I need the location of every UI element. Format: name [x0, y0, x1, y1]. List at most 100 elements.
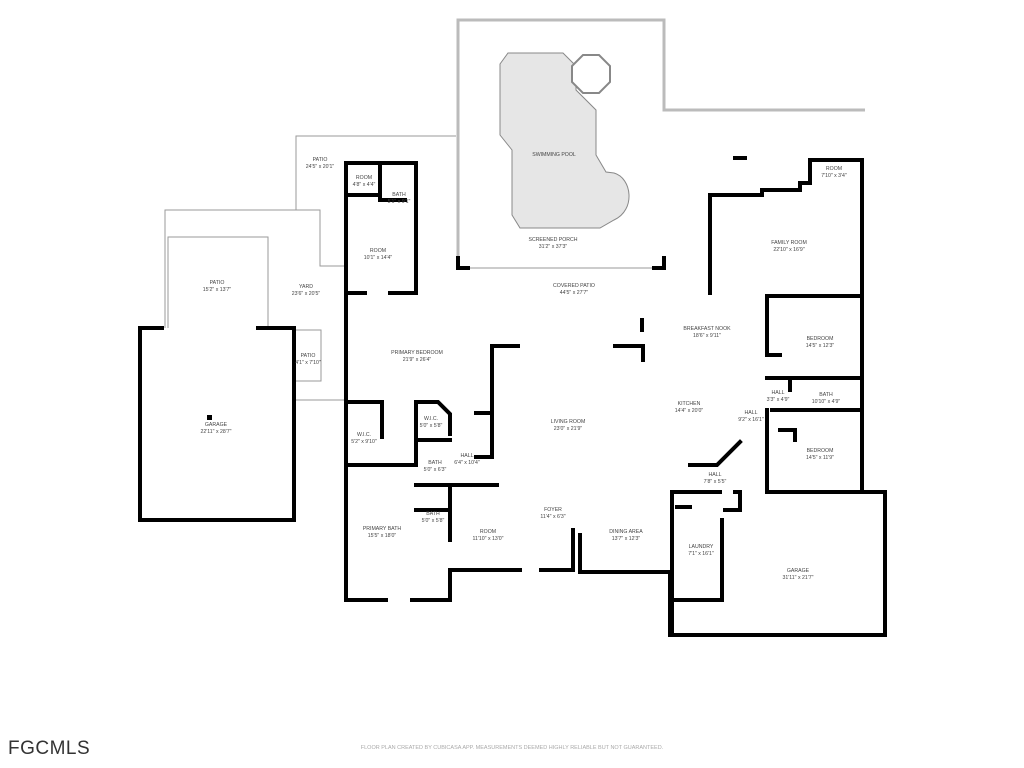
svg-text:5'0" x 5'8": 5'0" x 5'8" [420, 423, 443, 429]
mls-logo: FGCMLS [8, 738, 90, 759]
svg-text:13'7" x 12'3": 13'7" x 12'3" [612, 536, 641, 542]
svg-text:6'4" x 10'4": 6'4" x 10'4" [454, 460, 480, 466]
svg-text:KITCHEN: KITCHEN [678, 401, 701, 407]
svg-text:PATIO: PATIO [301, 353, 316, 359]
room-label: SWIMMING POOL [532, 152, 576, 158]
svg-text:14'5" x 12'3": 14'5" x 12'3" [806, 343, 835, 349]
svg-text:5'1" x 9'1": 5'1" x 9'1" [388, 199, 411, 205]
svg-text:BEDROOM: BEDROOM [807, 448, 834, 454]
svg-text:24'5" x 20'1": 24'5" x 20'1" [306, 164, 335, 170]
swimming-pool [499, 52, 630, 229]
svg-text:23'0" x 21'9": 23'0" x 21'9" [554, 426, 583, 432]
svg-text:15'2" x 13'7": 15'2" x 13'7" [203, 287, 232, 293]
svg-text:HALL: HALL [709, 472, 722, 478]
svg-text:4'1" x 7'10": 4'1" x 7'10" [295, 360, 321, 366]
svg-text:YARD: YARD [299, 284, 313, 290]
svg-text:10'10" x 4'9": 10'10" x 4'9" [812, 399, 841, 405]
svg-text:22'11" x 28'7": 22'11" x 28'7" [201, 429, 232, 435]
svg-text:ROOM: ROOM [480, 529, 496, 535]
svg-text:PATIO: PATIO [313, 157, 328, 163]
walls [138, 156, 887, 637]
room-label: W.I.C.5'0" x 5'8" [420, 416, 443, 429]
svg-text:9'2" x 16'1": 9'2" x 16'1" [738, 417, 764, 423]
svg-text:SWIMMING POOL: SWIMMING POOL [532, 152, 576, 158]
svg-text:14'5" x 11'9": 14'5" x 11'9" [806, 455, 834, 461]
svg-text:LIVING ROOM: LIVING ROOM [551, 419, 586, 425]
svg-text:BEDROOM: BEDROOM [807, 336, 834, 342]
svg-text:PATIO: PATIO [210, 280, 225, 286]
svg-text:BATH: BATH [819, 392, 833, 398]
svg-text:W.I.C.: W.I.C. [424, 416, 438, 422]
svg-text:LAUNDRY: LAUNDRY [689, 544, 714, 550]
svg-text:14'4" x 20'0": 14'4" x 20'0" [675, 408, 704, 414]
svg-text:11'4" x 6'3": 11'4" x 6'3" [540, 514, 565, 520]
svg-text:W.I.C.: W.I.C. [357, 432, 371, 438]
svg-text:31'2" x 37'3": 31'2" x 37'3" [539, 244, 568, 250]
svg-text:PRIMARY BATH: PRIMARY BATH [363, 526, 402, 532]
svg-text:15'5" x 18'0": 15'5" x 18'0" [368, 533, 397, 539]
outdoor-outlines [164, 135, 456, 401]
screened-porch [456, 18, 865, 270]
svg-text:BATH: BATH [426, 511, 440, 517]
svg-text:BATH: BATH [428, 460, 442, 466]
svg-text:22'10" x 16'9": 22'10" x 16'9" [773, 247, 804, 253]
svg-text:11'10" x 13'0": 11'10" x 13'0" [473, 536, 504, 542]
svg-text:10'1" x 14'4": 10'1" x 14'4" [364, 255, 393, 261]
svg-text:3'3" x 4'9": 3'3" x 4'9" [767, 397, 790, 403]
disclaimer: FLOOR PLAN CREATED BY CUBICASA APP. MEAS… [361, 745, 664, 751]
svg-text:HALL: HALL [461, 453, 474, 459]
svg-text:21'9" x 26'4": 21'9" x 26'4" [403, 357, 432, 363]
svg-text:18'6" x 9'11": 18'6" x 9'11" [693, 333, 721, 339]
svg-text:7'10" x 3'4": 7'10" x 3'4" [821, 173, 847, 179]
svg-text:GARAGE: GARAGE [205, 422, 228, 428]
svg-text:HALL: HALL [745, 410, 758, 416]
svg-text:31'11" x 21'7": 31'11" x 21'7" [783, 575, 814, 581]
svg-text:5'2" x 9'10": 5'2" x 9'10" [351, 439, 377, 445]
svg-text:23'6" x 20'5": 23'6" x 20'5" [292, 291, 321, 297]
svg-text:5'0" x 6'3": 5'0" x 6'3" [424, 467, 447, 473]
svg-text:FAMILY ROOM: FAMILY ROOM [771, 240, 807, 246]
svg-text:BREAKFAST NOOK: BREAKFAST NOOK [683, 326, 731, 332]
svg-text:FOYER: FOYER [544, 507, 562, 513]
svg-text:7'1" x 16'1": 7'1" x 16'1" [688, 551, 714, 557]
garage-marker [207, 415, 212, 420]
svg-text:4'8" x 4'4": 4'8" x 4'4" [353, 182, 376, 188]
svg-text:HALL: HALL [772, 390, 785, 396]
svg-text:ROOM: ROOM [370, 248, 386, 254]
svg-text:ROOM: ROOM [826, 166, 842, 172]
svg-text:ROOM: ROOM [356, 175, 372, 181]
svg-text:COVERED PATIO: COVERED PATIO [553, 283, 595, 289]
